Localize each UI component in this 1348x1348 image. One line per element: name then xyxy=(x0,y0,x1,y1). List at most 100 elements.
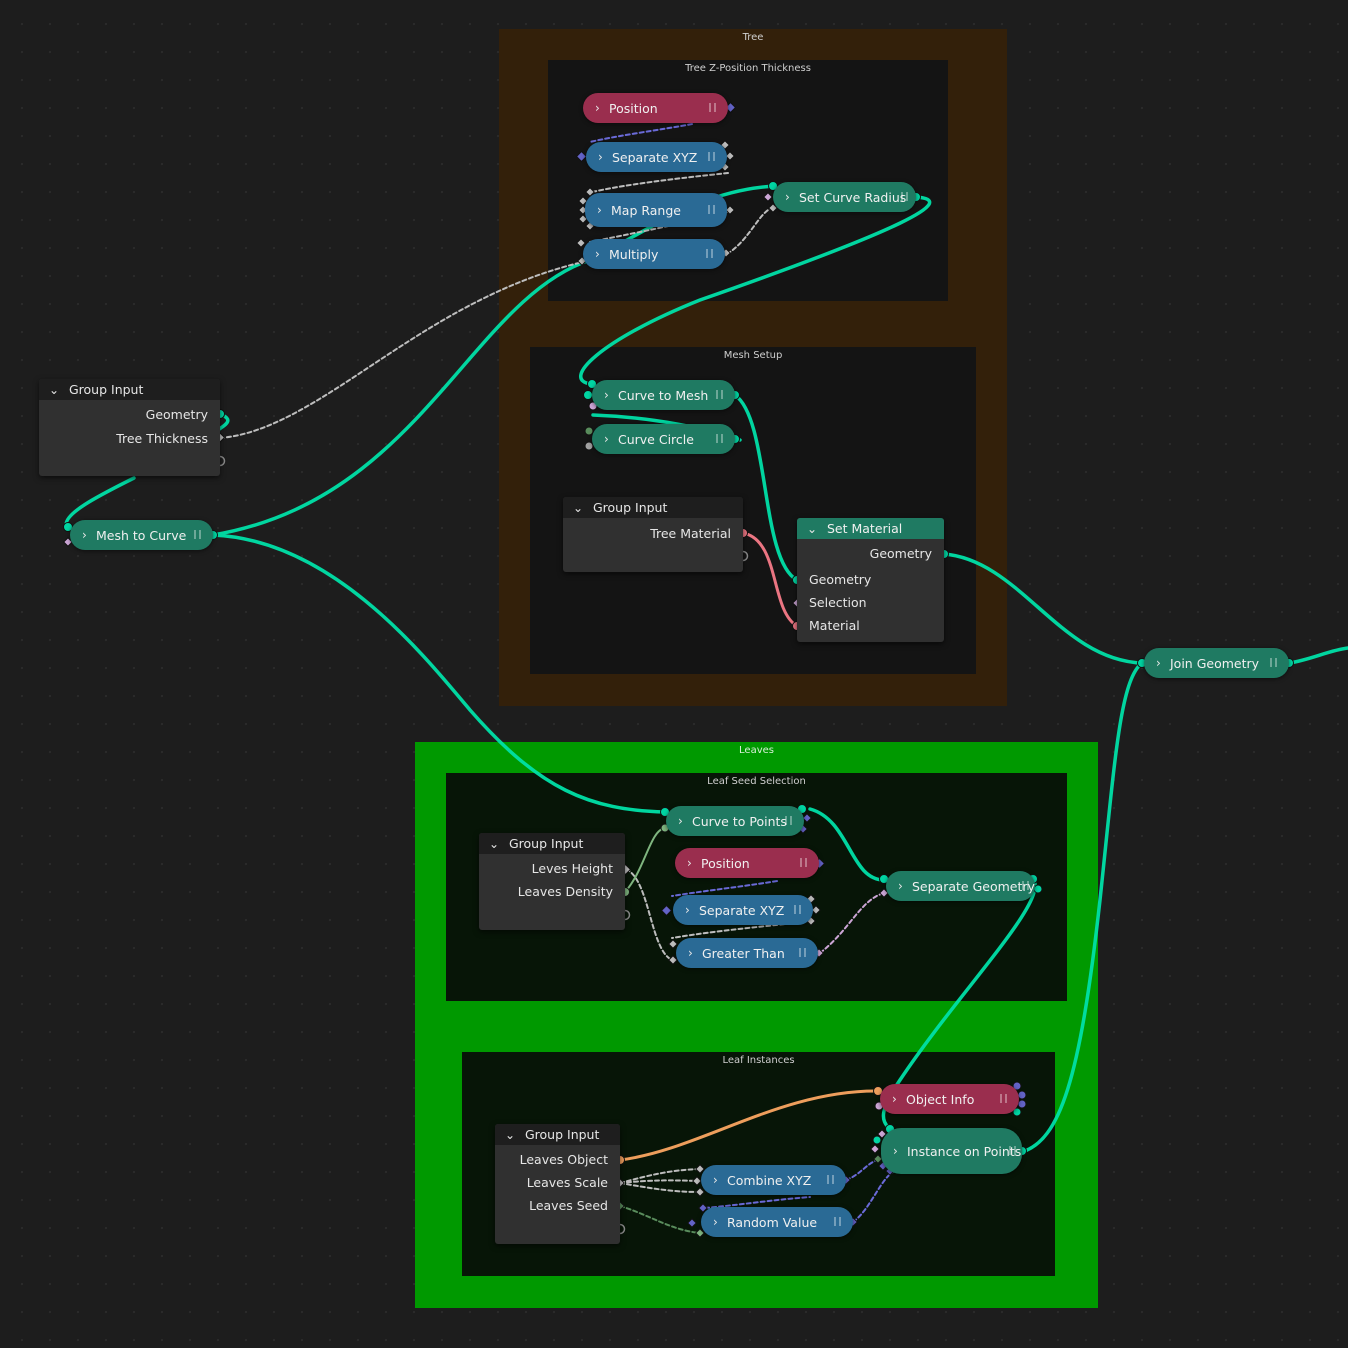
socket-label-leves-height: Leves Height xyxy=(531,861,613,876)
node-separate-xyz-leaves-label: Separate XYZ xyxy=(699,902,785,918)
chevron-right-icon[interactable]: › xyxy=(713,1215,718,1229)
grip-icon[interactable] xyxy=(1000,1094,1007,1103)
node-multiply[interactable]: › Multiply xyxy=(583,239,725,269)
node-curve-to-mesh-label: Curve to Mesh xyxy=(618,387,709,403)
node-object-info-label: Object Info xyxy=(906,1091,975,1107)
socket-label-selection: Selection xyxy=(809,595,867,610)
chevron-right-icon[interactable]: › xyxy=(597,203,602,217)
node-set-material[interactable]: ⌄ Set Material Geometry Geometry Selecti… xyxy=(797,518,944,642)
node-group-input[interactable]: ⌄ Group Input Geometry Tree Thickness xyxy=(39,379,220,476)
grip-icon[interactable] xyxy=(708,205,715,214)
node-separate-xyz-leaves[interactable]: › Separate XYZ xyxy=(673,895,813,925)
grip-icon[interactable] xyxy=(794,905,801,914)
node-header[interactable]: ⌄ Group Input xyxy=(479,833,625,854)
node-position-leaves-label: Position xyxy=(701,855,750,871)
chevron-right-icon[interactable]: › xyxy=(595,247,600,261)
chevron-right-icon[interactable]: › xyxy=(678,814,683,828)
node-separate-geometry-label: Separate Geometry xyxy=(912,878,1035,894)
node-curve-to-mesh[interactable]: › Curve to Mesh xyxy=(592,380,735,410)
frame-tree-label: Tree xyxy=(742,32,764,43)
node-curve-circle-label: Curve Circle xyxy=(618,431,694,447)
node-separate-geometry[interactable]: › Separate Geometry xyxy=(886,871,1035,901)
chevron-right-icon[interactable]: › xyxy=(595,101,600,115)
node-mesh-to-curve[interactable]: › Mesh to Curve xyxy=(70,520,213,550)
node-group-input-mesh-setup[interactable]: ⌄ Group Input Tree Material xyxy=(563,497,743,572)
chevron-right-icon[interactable]: › xyxy=(598,150,603,164)
node-header[interactable]: ⌄ Group Input xyxy=(39,379,220,400)
grip-icon[interactable] xyxy=(827,1175,834,1184)
chevron-right-icon[interactable]: › xyxy=(82,528,87,542)
socket-label-material: Material xyxy=(809,618,860,633)
chevron-down-icon[interactable]: ⌄ xyxy=(489,837,500,851)
grip-icon[interactable] xyxy=(799,948,806,957)
node-position-label: Position xyxy=(609,100,658,116)
chevron-down-icon[interactable]: ⌄ xyxy=(807,522,818,536)
node-group-input-leaf-seed[interactable]: ⌄ Group Input Leves Height Leaves Densit… xyxy=(479,833,625,930)
chevron-down-icon[interactable]: ⌄ xyxy=(505,1128,516,1142)
chevron-right-icon[interactable]: › xyxy=(604,388,609,402)
node-position[interactable]: › Position xyxy=(583,93,728,123)
node-random-value[interactable]: › Random Value xyxy=(701,1207,853,1237)
node-header[interactable]: ⌄ Set Material xyxy=(797,518,944,539)
frame-tree-z-position-label: Tree Z-Position Thickness xyxy=(685,63,811,74)
node-multiply-label: Multiply xyxy=(609,246,659,262)
grip-icon[interactable] xyxy=(1270,658,1277,667)
node-group-input-leaf-instances[interactable]: ⌄ Group Input Leaves Object Leaves Scale… xyxy=(495,1124,620,1244)
node-title: Set Material xyxy=(826,521,903,536)
node-join-geometry-label: Join Geometry xyxy=(1170,655,1260,671)
node-object-info[interactable]: › Object Info xyxy=(880,1084,1019,1114)
socket-label-leaves-object: Leaves Object xyxy=(519,1152,608,1167)
frame-leaf-seed-selection-label: Leaf Seed Selection xyxy=(707,776,806,787)
node-curve-to-points[interactable]: › Curve to Points xyxy=(666,806,804,836)
node-title: Group Input xyxy=(508,836,584,851)
chevron-right-icon[interactable]: › xyxy=(893,1144,898,1158)
grip-icon[interactable] xyxy=(901,192,908,201)
grip-icon[interactable] xyxy=(785,816,792,825)
node-map-range-label: Map Range xyxy=(611,202,681,218)
chevron-right-icon[interactable]: › xyxy=(892,1092,897,1106)
node-title: Group Input xyxy=(592,500,668,515)
socket-label-geometry: Geometry xyxy=(145,407,208,422)
node-combine-xyz[interactable]: › Combine XYZ xyxy=(701,1165,846,1195)
chevron-right-icon[interactable]: › xyxy=(688,946,693,960)
grip-icon[interactable] xyxy=(1009,1146,1016,1155)
socket-label-leaves-density: Leaves Density xyxy=(517,884,613,899)
socket-label-leaves-scale: Leaves Scale xyxy=(526,1175,608,1190)
grip-icon[interactable] xyxy=(716,434,723,443)
chevron-right-icon[interactable]: › xyxy=(687,856,692,870)
socket-label-leaves-seed: Leaves Seed xyxy=(529,1198,608,1213)
node-title: Group Input xyxy=(524,1127,600,1142)
node-set-curve-radius[interactable]: › Set Curve Radius xyxy=(773,182,916,212)
node-join-geometry[interactable]: › Join Geometry xyxy=(1144,648,1289,678)
node-set-curve-radius-label: Set Curve Radius xyxy=(799,189,907,205)
node-position-leaves[interactable]: › Position xyxy=(675,848,819,878)
chevron-right-icon[interactable]: › xyxy=(685,903,690,917)
node-instance-on-points[interactable]: › Instance on Points xyxy=(881,1128,1022,1174)
node-map-range[interactable]: › Map Range xyxy=(585,193,727,227)
frame-mesh-setup-label: Mesh Setup xyxy=(723,350,783,361)
grip-icon[interactable] xyxy=(709,103,716,112)
socket-label-tree-thickness: Tree Thickness xyxy=(116,431,208,446)
node-header[interactable]: ⌄ Group Input xyxy=(563,497,743,518)
grip-icon[interactable] xyxy=(716,390,723,399)
chevron-right-icon[interactable]: › xyxy=(1156,656,1161,670)
chevron-right-icon[interactable]: › xyxy=(604,432,609,446)
chevron-right-icon[interactable]: › xyxy=(713,1173,718,1187)
node-separate-xyz[interactable]: › Separate XYZ xyxy=(586,142,727,172)
socket-label-tree-material: Tree Material xyxy=(650,526,731,541)
node-curve-to-points-label: Curve to Points xyxy=(692,813,787,829)
frame-leaves-label: Leaves xyxy=(739,745,774,756)
chevron-down-icon[interactable]: ⌄ xyxy=(573,501,584,515)
grip-icon[interactable] xyxy=(708,152,715,161)
grip-icon[interactable] xyxy=(194,530,201,539)
node-greater-than[interactable]: › Greater Than xyxy=(676,938,818,968)
chevron-right-icon[interactable]: › xyxy=(898,879,903,893)
grip-icon[interactable] xyxy=(706,249,713,258)
node-curve-circle[interactable]: › Curve Circle xyxy=(592,424,735,454)
chevron-right-icon[interactable]: › xyxy=(785,190,790,204)
grip-icon[interactable] xyxy=(834,1217,841,1226)
node-header[interactable]: ⌄ Group Input xyxy=(495,1124,620,1145)
chevron-down-icon[interactable]: ⌄ xyxy=(49,383,60,397)
grip-icon[interactable] xyxy=(800,858,807,867)
grip-icon[interactable] xyxy=(1022,881,1029,890)
